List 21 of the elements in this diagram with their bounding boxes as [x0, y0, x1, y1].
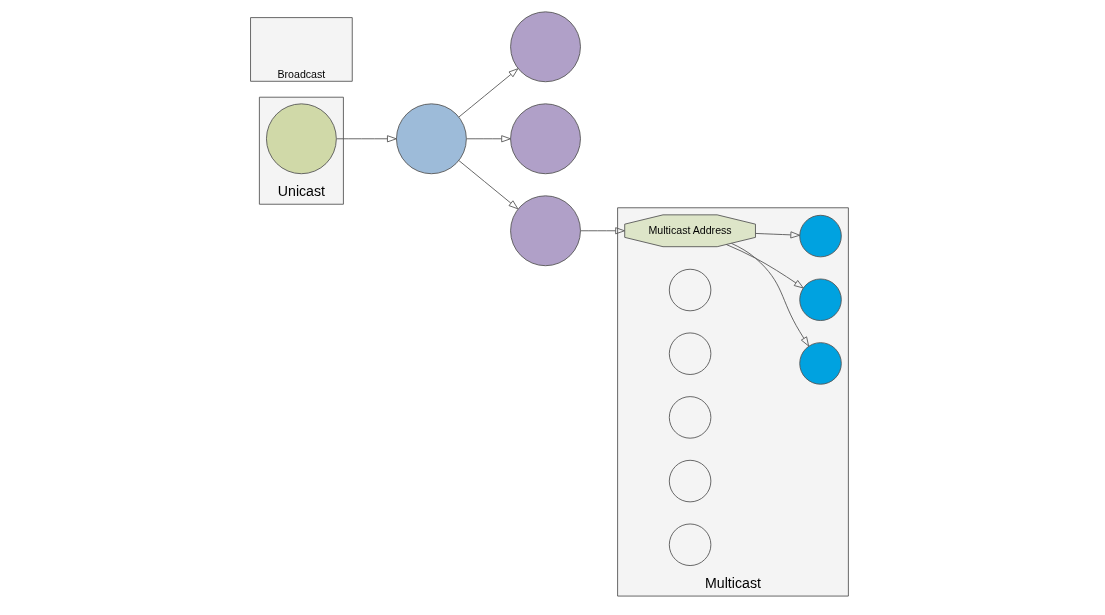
arrow — [458, 160, 518, 210]
arrow — [730, 242, 809, 347]
arrow — [754, 231, 800, 239]
node-circle — [395, 103, 467, 175]
arrow — [465, 135, 511, 143]
node-circle — [668, 523, 711, 566]
arrow — [579, 227, 625, 235]
cluster: Unicast — [258, 96, 344, 205]
node-circle — [798, 342, 842, 385]
node-circle — [668, 332, 711, 375]
arrow — [458, 68, 518, 118]
arrow — [725, 244, 804, 289]
arrow — [335, 135, 397, 143]
node-circle — [798, 278, 842, 321]
node-box: Broadcast — [249, 17, 353, 82]
node-circle — [509, 103, 581, 175]
node-circle — [668, 268, 711, 312]
node-circle — [798, 214, 842, 258]
node-circle — [668, 396, 711, 439]
node-circle — [668, 459, 711, 503]
node-circle — [265, 103, 337, 175]
